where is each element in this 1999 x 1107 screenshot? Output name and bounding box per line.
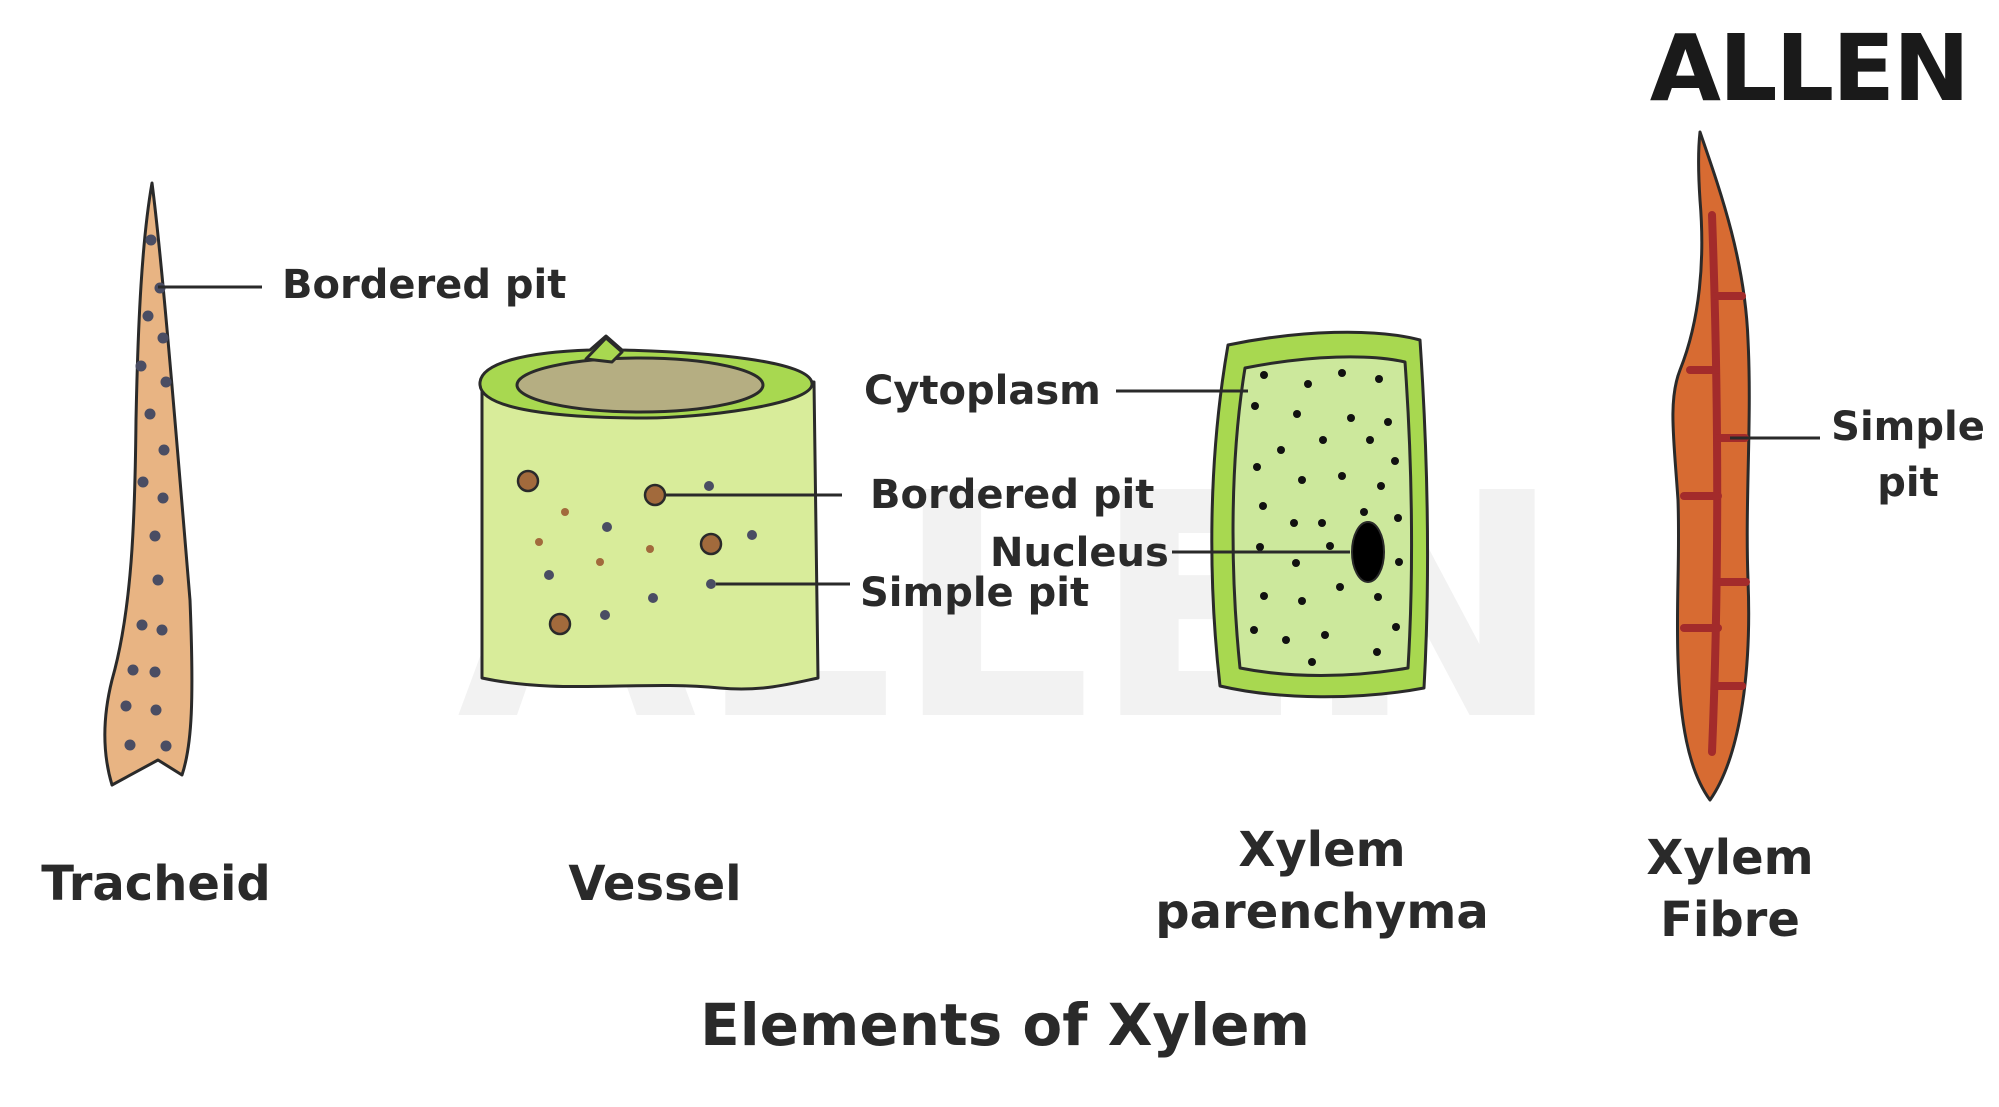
vessel-name: Vessel xyxy=(568,856,741,912)
parenchyma-nucleus xyxy=(1351,521,1385,583)
fibre-illustration xyxy=(1671,130,1820,802)
fibre-simple-pit-label-line2: pit xyxy=(1877,460,1938,506)
brand-logo: ALLEN xyxy=(1650,15,1968,122)
parenchyma-illustration xyxy=(1116,330,1429,699)
tracheid-bordered-pit-label: Bordered pit xyxy=(282,262,566,308)
parenchyma-nucleus-label: Nucleus xyxy=(990,530,1169,576)
parenchyma-cytoplasm-label: Cytoplasm xyxy=(864,368,1101,414)
parenchyma-cytoplasm-granules xyxy=(1250,369,1403,666)
vessel-bordered-pit-label: Bordered pit xyxy=(870,472,1154,518)
vessel-simple-pits xyxy=(535,481,757,620)
tracheid-illustration xyxy=(103,181,262,787)
parenchyma-name-line2: parenchyma xyxy=(1155,884,1488,940)
fibre-name-line2: Fibre xyxy=(1660,892,1800,948)
vessel-simple-pit-label: Simple pit xyxy=(860,570,1089,616)
fibre-name-line1: Xylem xyxy=(1646,830,1813,886)
fibre-simple-pit-label-line1: Simple xyxy=(1831,404,1985,450)
vessel-bordered-pits xyxy=(516,469,723,636)
parenchyma-name-line1: Xylem xyxy=(1238,822,1405,878)
tracheid-pits xyxy=(120,234,172,752)
vessel-illustration xyxy=(478,334,850,691)
tracheid-name: Tracheid xyxy=(41,856,271,912)
diagram-title: Elements of Xylem xyxy=(700,991,1310,1059)
